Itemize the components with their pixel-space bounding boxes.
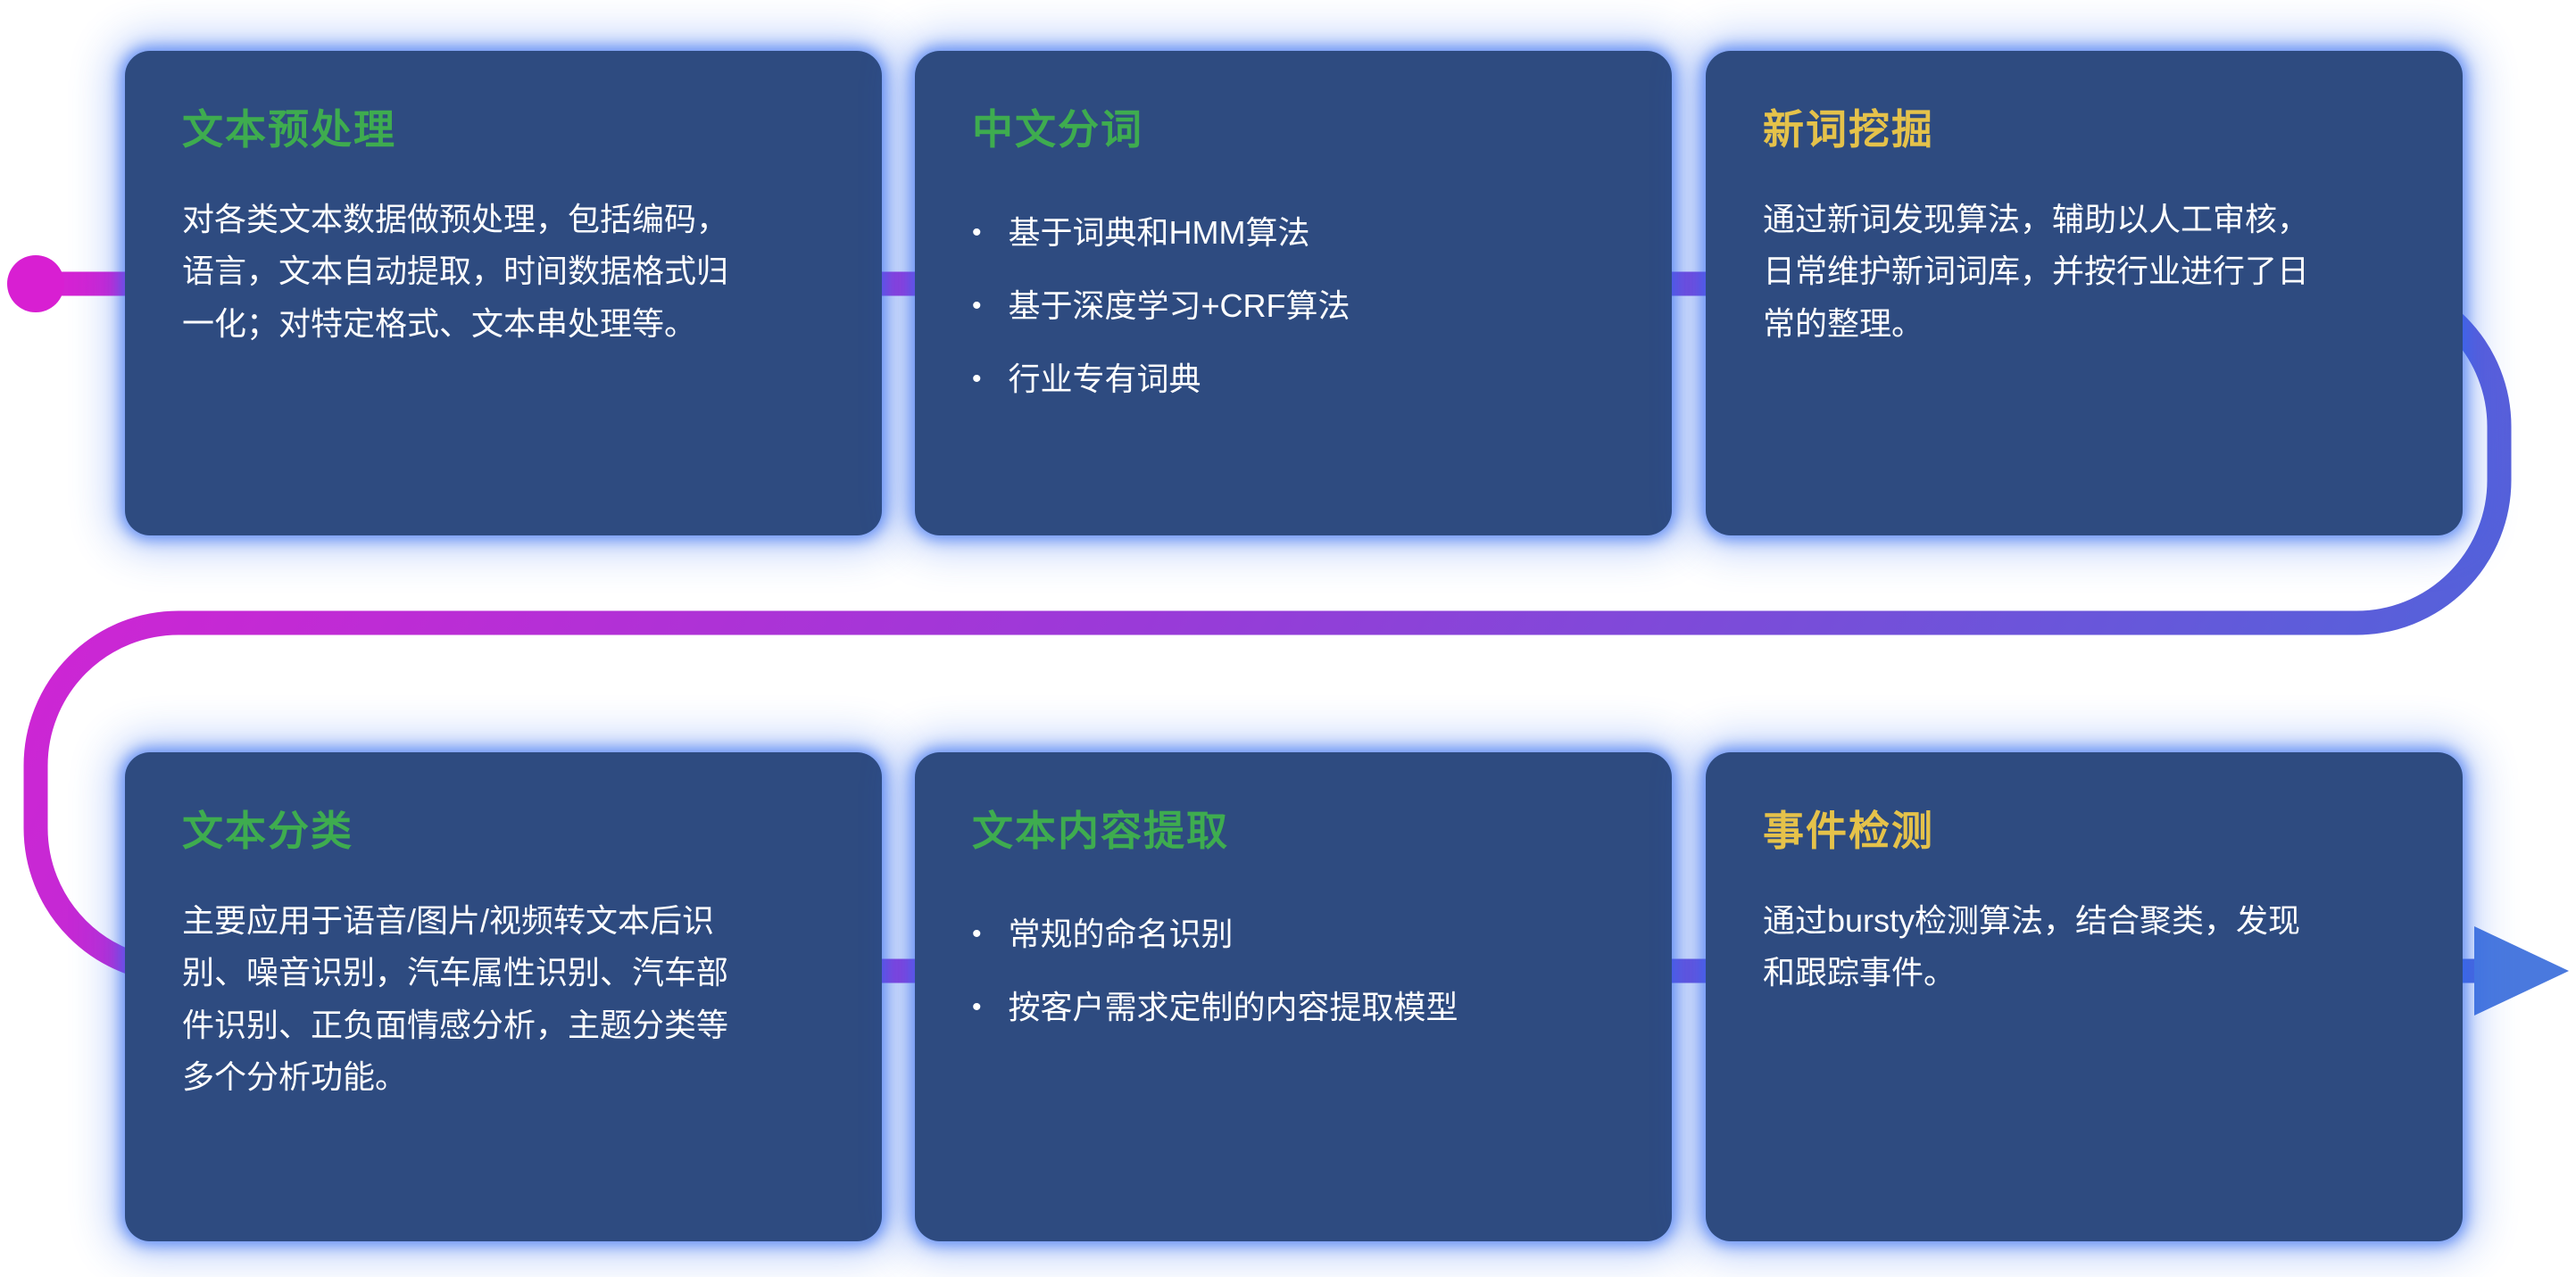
bullet-dot-icon: • <box>972 919 982 949</box>
bullet-item: • 基于词典和HMM算法 <box>972 208 1538 258</box>
bullet-dot-icon: • <box>972 290 982 320</box>
card-body-text: 通过新词发现算法，辅助以人工审核，日常维护新词词库，并按行业进行了日常的整理。 <box>1763 201 2310 342</box>
card-text-preprocessing: 文本预处理 对各类文本数据做预处理，包括编码，语言，文本自动提取，时间数据格式归… <box>125 51 882 535</box>
bullet-text: 行业专有词典 <box>1008 360 1201 397</box>
bullet-text: 基于词典和HMM算法 <box>1008 214 1310 251</box>
bullet-list: • 基于词典和HMM算法 • 基于深度学习+CRF算法 • 行业专有词典 <box>972 208 1538 403</box>
card-event-detection: 事件检测 通过bursty检测算法，结合聚类，发现和跟踪事件。 <box>1706 752 2463 1241</box>
card-chinese-word-segmentation: 中文分词 • 基于词典和HMM算法 • 基于深度学习+CRF算法 • 行业专有词… <box>915 51 1672 535</box>
bullet-list: • 常规的命名识别 • 按客户需求定制的内容提取模型 <box>972 909 1538 1032</box>
card-title: 事件检测 <box>1763 808 1934 854</box>
card-body-text: 对各类文本数据做预处理，包括编码，语言，文本自动提取，时间数据格式归一化；对特定… <box>182 201 729 342</box>
flow-start-dot <box>7 255 64 312</box>
bullet-dot-icon: • <box>972 363 982 394</box>
flow-arrow-icon <box>2474 926 2569 1016</box>
card-body-text: 主要应用于语音/图片/视频转文本后识别、噪音识别，汽车属性识别、汽车部件识别、正… <box>182 902 729 1095</box>
bullet-text: 基于深度学习+CRF算法 <box>1008 286 1350 324</box>
bullet-item: • 行业专有词典 <box>972 354 1538 404</box>
card-body-text: 通过bursty检测算法，结合聚类，发现和跟踪事件。 <box>1763 902 2301 991</box>
bullet-item: • 常规的命名识别 <box>972 909 1538 959</box>
flow-path <box>23 271 2512 983</box>
bullet-item: • 基于深度学习+CRF算法 <box>972 281 1538 331</box>
card-title: 文本内容提取 <box>972 808 1229 854</box>
bullet-item: • 按客户需求定制的内容提取模型 <box>972 983 1538 1032</box>
bullet-dot-icon: • <box>972 218 982 247</box>
bullet-dot-icon: • <box>972 991 982 1022</box>
card-new-word-mining: 新词挖掘 通过新词发现算法，辅助以人工审核，日常维护新词词库，并按行业进行了日常… <box>1706 51 2463 535</box>
bullet-text: 常规的命名识别 <box>1008 916 1234 952</box>
card-title: 中文分词 <box>972 106 1143 153</box>
card-text-classification: 文本分类 主要应用于语音/图片/视频转文本后识别、噪音识别，汽车属性识别、汽车部… <box>125 752 882 1241</box>
bullet-text: 按客户需求定制的内容提取模型 <box>1008 988 1458 1025</box>
card-title: 文本预处理 <box>182 106 396 153</box>
card-title: 文本分类 <box>182 808 353 854</box>
card-text-content-extraction: 文本内容提取 • 常规的命名识别 • 按客户需求定制的内容提取模型 <box>915 752 1672 1241</box>
card-title: 新词挖掘 <box>1763 106 1934 153</box>
